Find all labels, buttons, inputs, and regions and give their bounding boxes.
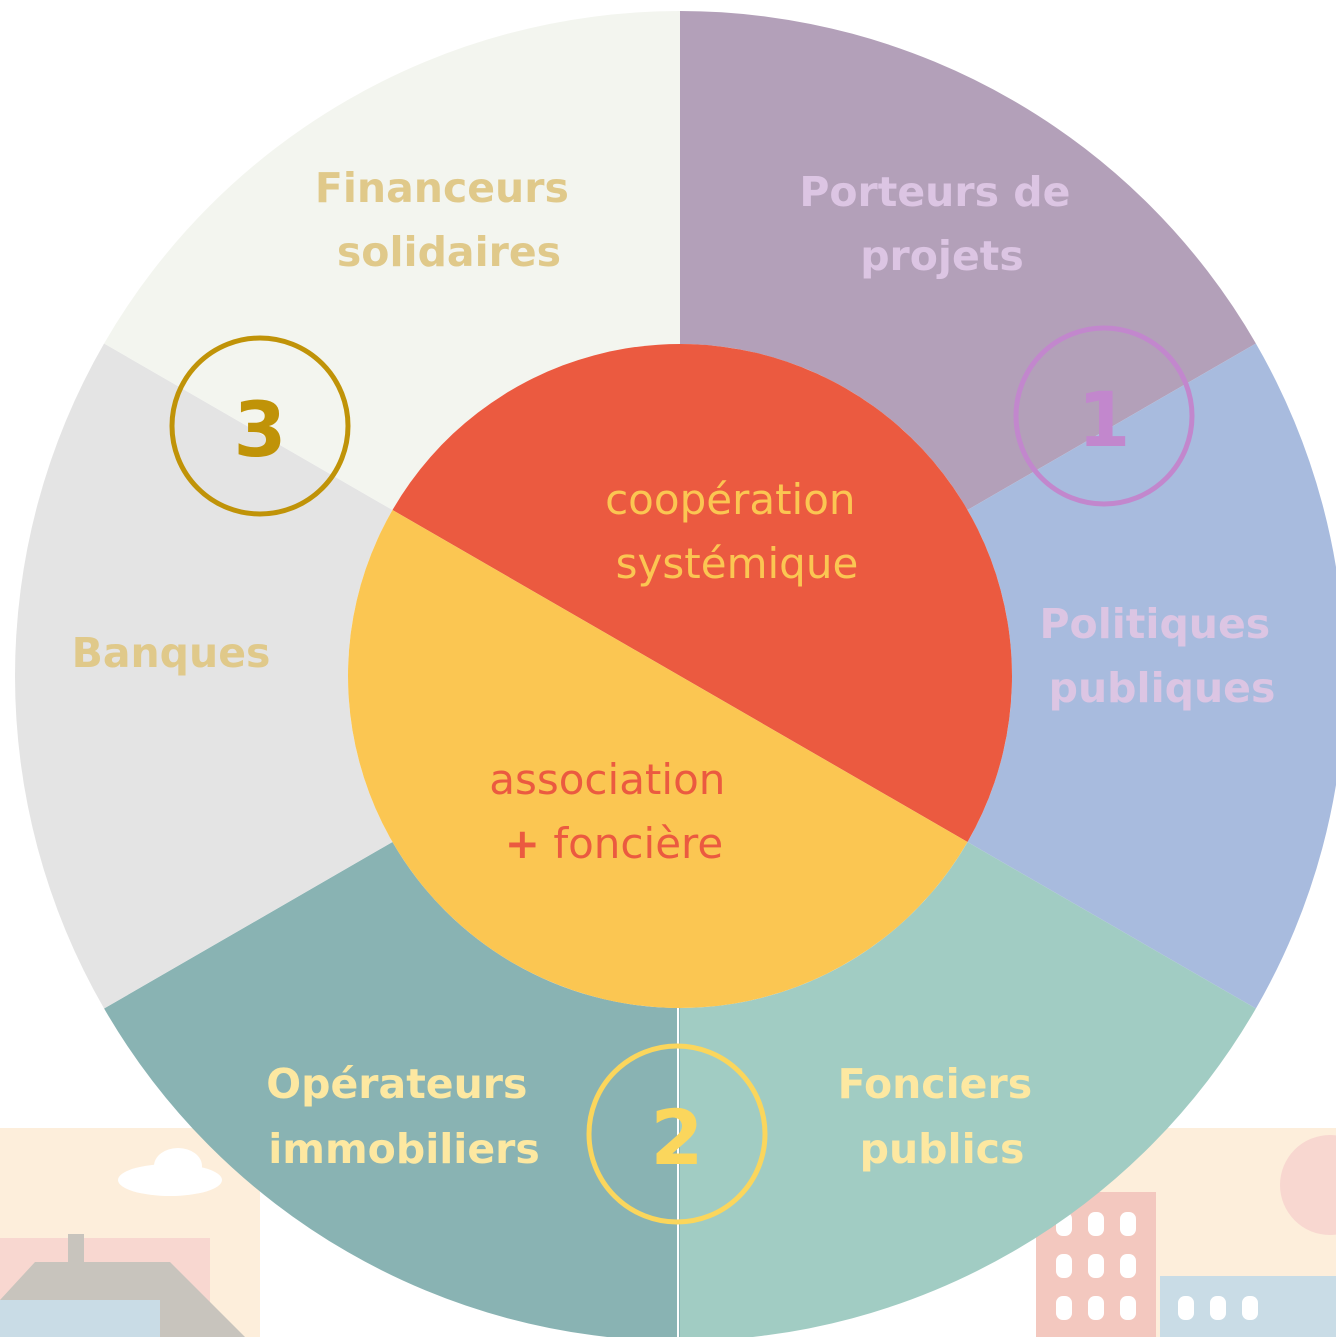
background-town-illustration — [0, 1128, 1336, 1337]
label-politiques-publiques: Politiques publiques — [1039, 600, 1284, 712]
plus-sign: + — [505, 819, 540, 868]
bg-windows — [1056, 1212, 1258, 1320]
bg-house-blue — [0, 1300, 160, 1337]
label-porteurs-de-projets: Porteurs de projets — [799, 168, 1084, 280]
badge-2: 2 — [586, 1043, 768, 1225]
badge-3-number: 3 — [234, 385, 287, 474]
segment-operateurs-immobiliers — [104, 842, 680, 1337]
badge-2-number: 2 — [651, 1093, 704, 1182]
outer-ring — [15, 11, 1336, 1337]
segment-fonciers-publics — [680, 842, 1256, 1337]
label-cooperation-systemique: coopération systémique — [605, 475, 869, 588]
cloud-left-top — [154, 1148, 202, 1184]
segment-politiques-publiques — [967, 343, 1336, 1009]
label-banques: Banques — [72, 629, 271, 677]
core-half-cooperation — [392, 344, 1012, 842]
label-financeurs-solidaires: Financeurs solidaires — [315, 164, 583, 276]
label-association-fonciere: association + foncière — [489, 755, 739, 868]
core-half-association — [347, 510, 968, 1008]
core-labels: coopération systémique association + fon… — [489, 475, 869, 868]
label-operateurs-immobiliers: Opérateurs immobiliers — [266, 1060, 541, 1173]
segment-labels: Porteurs de projets Politiques publiques… — [72, 164, 1284, 1173]
segment-porteurs-de-projets — [680, 11, 1256, 510]
badge-3-ring — [169, 335, 351, 517]
segment-banques — [15, 343, 393, 1009]
badge-1: 1 — [1013, 325, 1195, 507]
segment-financeurs-solidaires — [104, 11, 680, 510]
badge-1-number: 1 — [1078, 375, 1131, 464]
badge-2-ring — [586, 1043, 768, 1225]
badge-1-ring — [1013, 325, 1195, 507]
label-fonciers-publics: Fonciers publics — [838, 1060, 1047, 1173]
core-circle — [347, 344, 1012, 1008]
badge-3: 3 — [169, 335, 351, 517]
bg-chimney — [68, 1234, 84, 1264]
bg-arc-right — [1280, 1135, 1336, 1235]
